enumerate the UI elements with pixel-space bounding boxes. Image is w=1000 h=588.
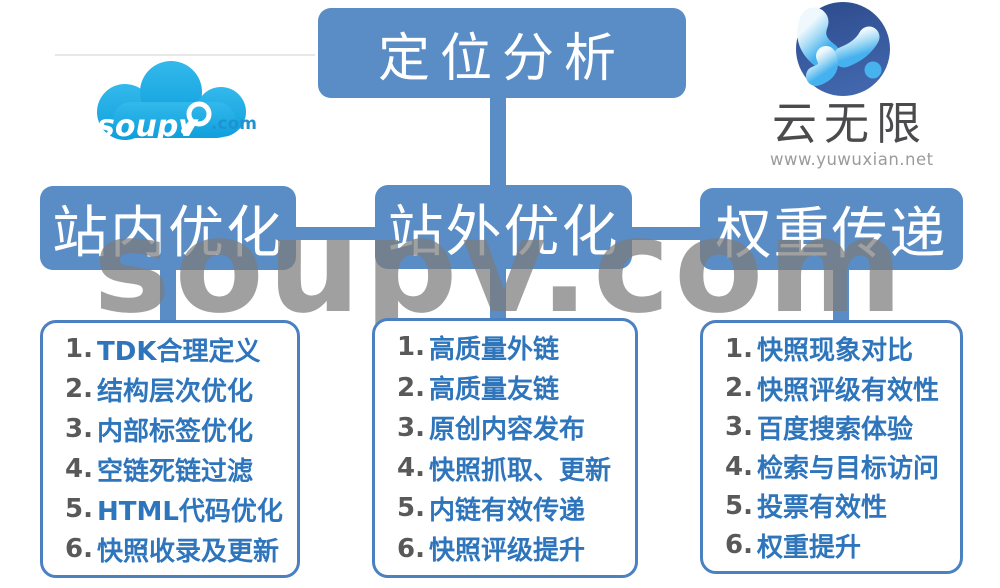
list-item-text: 空链死链过滤: [97, 456, 254, 487]
list-item: 3. 原创内容发布: [397, 408, 629, 448]
list-item: 2. 快照评级有效性: [725, 368, 954, 407]
yuwuxian-logo: 云无限 www.yuwuxian.net: [770, 0, 934, 175]
list-item-number: 2.: [725, 373, 753, 403]
list-item-text: 内部标签优化: [97, 416, 254, 447]
list-item-text: TDK合理定义: [97, 336, 261, 367]
list-item: 6. 快照收录及更新: [65, 529, 291, 569]
yuwuxian-logo-url: www.yuwuxian.net: [770, 150, 934, 169]
soupv-logo: soupv .com: [97, 61, 257, 144]
list-item-text: 快照评级提升: [429, 536, 586, 567]
list-item-number: 1.: [397, 332, 425, 363]
list-item: 1. 快照现象对比: [725, 329, 954, 368]
root-node-positioning-analysis: 定位分析: [318, 8, 686, 98]
list-item-text: 权重提升: [757, 532, 862, 563]
list-item-number: 5.: [725, 490, 753, 521]
list-item-number: 6.: [725, 530, 753, 561]
list-item-text: 快照评级有效性: [757, 375, 940, 406]
list-item-number: 1.: [65, 334, 93, 364]
cloud-icon: [97, 61, 246, 140]
list-item: 5. 投票有效性: [725, 486, 954, 525]
branch-node-label: 站外优化: [387, 199, 620, 265]
list-item-text: 快照收录及更新: [97, 536, 280, 567]
list-item-number: 3.: [725, 412, 753, 443]
list-item: 6. 快照评级提升: [397, 529, 629, 569]
list-item-text: 原创内容发布: [429, 415, 586, 446]
list-item-number: 4.: [725, 451, 753, 482]
list-item-number: 3.: [65, 414, 93, 444]
list-item-text: 快照抓取、更新: [429, 455, 612, 486]
list-item-number: 3.: [397, 412, 425, 443]
branch-node-label: 权重传递: [715, 201, 948, 267]
list-item-text: 检索与目标访问: [757, 454, 940, 485]
list-item: 4. 空链死链过滤: [65, 449, 291, 489]
list-box-weight-transfer: 1. 快照现象对比 2. 快照评级有效性 3. 百度搜索体验 4. 检索与目标访…: [700, 320, 963, 574]
list-item-text: 内链有效传递: [429, 495, 586, 526]
root-node-label: 定位分析: [377, 28, 626, 89]
list-item: 2. 高质量友链: [397, 367, 629, 407]
list-box-onsite-optimization: 1. TDK合理定义 2. 结构层次优化 3. 内部标签优化 4. 空链死链过滤…: [40, 320, 300, 578]
list-item-number: 6.: [65, 534, 93, 564]
yuwuxian-logo-title: 云无限: [771, 97, 928, 150]
yuwuxian-globe-icon: [796, 2, 890, 96]
list-item-text: 结构层次优化: [97, 376, 254, 407]
list-item-number: 5.: [65, 494, 93, 524]
connector-branch1-to-list: [160, 265, 176, 323]
list-item: 6. 权重提升: [725, 526, 954, 565]
list-item: 4. 快照抓取、更新: [397, 448, 629, 488]
soupv-logo-tld: .com: [211, 114, 257, 134]
list-item-number: 4.: [65, 454, 93, 484]
list-item-number: 6.: [397, 533, 425, 564]
list-item-text: 高质量外链: [429, 334, 560, 365]
list-item: 1. TDK合理定义: [65, 329, 291, 369]
list-item-number: 2.: [397, 372, 425, 403]
list-item-text: 百度搜索体验: [757, 414, 914, 445]
list-item-text: 高质量友链: [429, 375, 560, 405]
list-item: 3. 内部标签优化: [65, 409, 291, 449]
list-item-text: 快照现象对比: [757, 336, 914, 367]
list-item: 3. 百度搜索体验: [725, 408, 954, 447]
list-item-text: HTML代码优化: [97, 496, 283, 527]
branch-node-offsite-optimization: 站外优化: [375, 185, 632, 269]
list-item-number: 5.: [397, 493, 425, 524]
list-item: 2. 结构层次优化: [65, 369, 291, 409]
branch-node-onsite-optimization: 站内优化: [40, 186, 296, 270]
list-item-number: 1.: [725, 333, 753, 364]
connector-branch3-to-list: [833, 265, 849, 323]
soupv-logo-wordmark: soupv: [97, 109, 199, 144]
list-item: 5. HTML代码优化: [65, 489, 291, 529]
list-item: 5. 内链有效传递: [397, 488, 629, 528]
connector-root-to-center: [490, 95, 506, 190]
list-item: 4. 检索与目标访问: [725, 447, 954, 486]
list-item: 1. 高质量外链: [397, 327, 629, 367]
connector-branch2-to-list: [490, 265, 506, 323]
divider: [55, 54, 315, 56]
branch-node-weight-transfer: 权重传递: [700, 188, 963, 270]
magnifier-icon: [181, 101, 212, 134]
branch-node-label: 站内优化: [52, 200, 284, 266]
list-item-text: 投票有效性: [757, 493, 888, 524]
list-item-number: 2.: [65, 374, 93, 404]
list-item-number: 4.: [397, 453, 425, 484]
list-box-offsite-optimization: 1. 高质量外链 2. 高质量友链 3. 原创内容发布 4. 快照抓取、更新 5…: [372, 318, 638, 578]
